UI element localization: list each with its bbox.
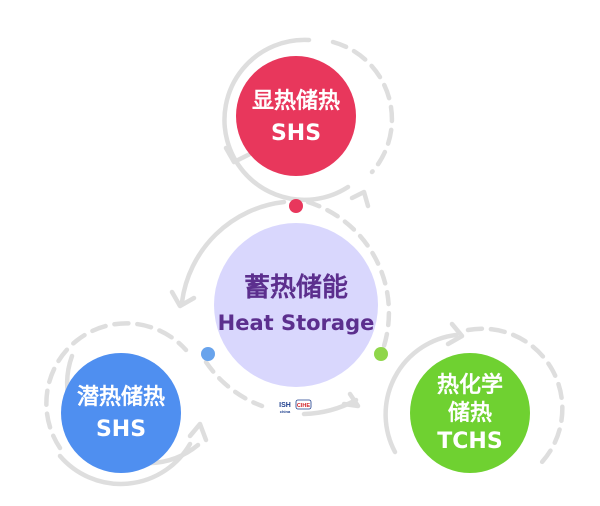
node-left-circle [61,353,181,473]
node-top-line1: 显热储热 [252,88,340,114]
connector-rings [44,37,565,487]
node-shs-latent: 潜热储热 SHS [61,353,181,473]
node-left-line1: 潜热储热 [77,384,165,410]
centre-ring-dashed-arc-bottom [203,359,265,409]
top-ring-dashed-arc [330,39,395,175]
node-right-line1: 热化学 [437,372,503,398]
left-ring-arrowhead [187,421,209,443]
centre-ring-arrowhead-left [169,289,197,309]
right-ring-solid-arc [383,332,459,455]
center-title-cn: 蓄热储能 [244,272,348,303]
logo-ish-text: ISH [279,402,291,409]
ish-cihe-logo: ISH china CIHE [279,399,312,414]
node-left-line2: SHS [96,417,146,442]
centre-ring-solid-arc [179,199,287,305]
logo-cihe-text: CIHE [297,403,310,409]
node-right-line3: TCHS [437,429,502,454]
dot-right [374,347,388,361]
logo-cihe-box [295,399,312,410]
center-circle [214,223,378,387]
right-ring-arrowhead [445,321,465,347]
logo-china-text: china [280,409,291,414]
node-right-line2: 储热 [448,400,492,426]
right-ring-dashed-arc [465,326,565,465]
node-top-circle [236,56,356,176]
left-ring-solid-arc-2 [57,441,193,487]
top-ring-arrowhead [223,145,253,165]
left-ring-dashed-arc [44,321,189,451]
centre-ring-arrowhead-bottom [341,391,361,409]
center-node: 蓄热储能 Heat Storage [214,223,378,387]
centre-ring-solid-arc-bottom [301,397,359,417]
node-right-circle [410,353,530,473]
centre-ring-arrowhead-top-right [349,189,371,209]
node-top-line2: SHS [271,121,321,146]
center-title-en: Heat Storage [218,311,375,335]
top-ring-solid-arc [222,37,351,203]
node-tchs: 热化学 储热 TCHS [410,353,530,473]
dot-left [201,347,215,361]
dot-top [289,199,303,213]
centre-ring-dashed-arc-right [305,199,392,349]
node-shs-sensible: 显热储热 SHS [236,56,356,176]
